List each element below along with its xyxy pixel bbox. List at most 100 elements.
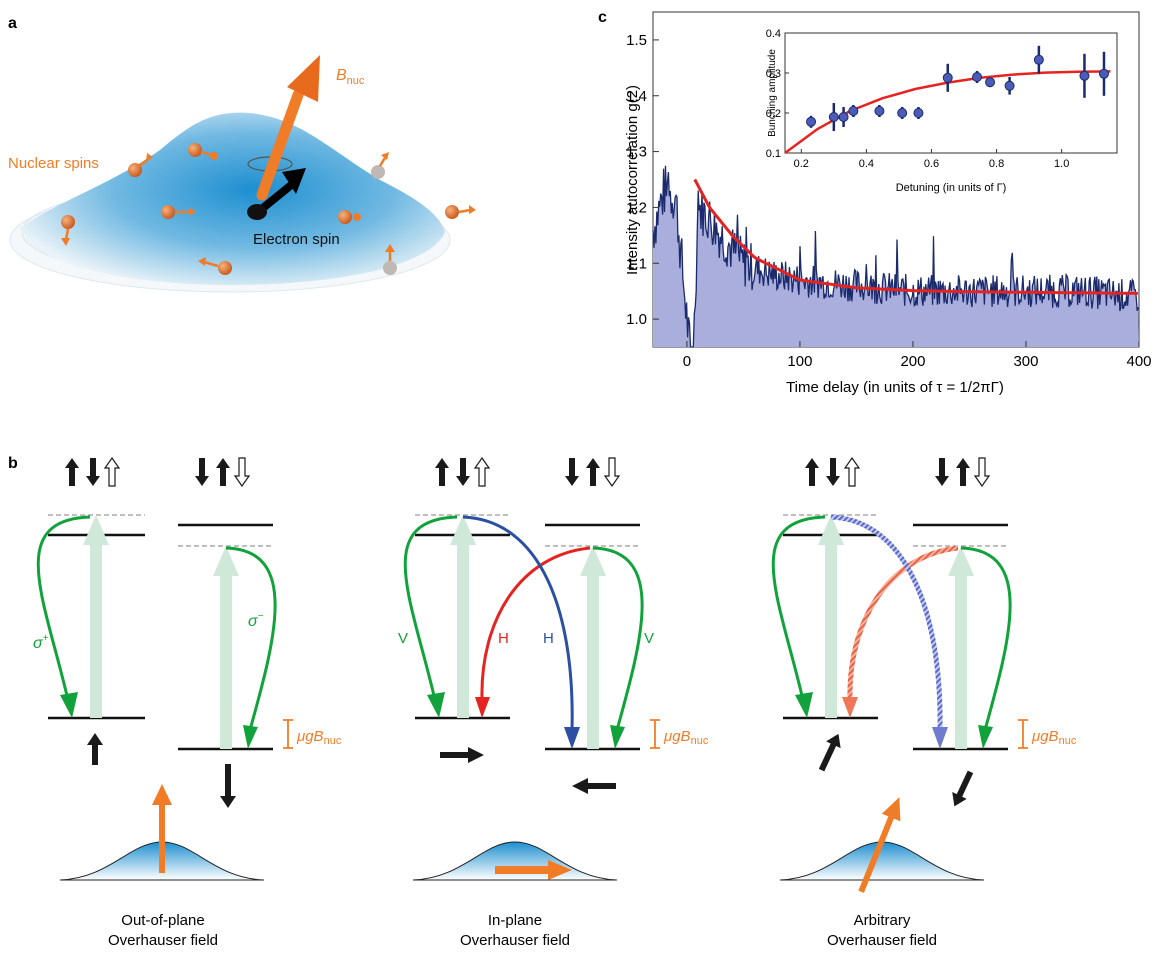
panel-label-c: c [598, 9, 607, 26]
nuclear-spin [383, 244, 397, 275]
overhauser-bump [412, 841, 618, 881]
electron-spin-up-arrow [87, 733, 103, 765]
sigma-minus-sup: − [258, 611, 264, 622]
fit-curve [693, 178, 1138, 295]
h-emission-red [480, 546, 591, 701]
x-tick-label: 200 [900, 353, 925, 370]
panel-b-out-of-plane: σ+ σ− μgBnuc Out-of-plane Overhauser fie… [33, 456, 342, 949]
inset-x-tick-label: 0.2 [794, 158, 809, 170]
laser-excitation-arrow [450, 515, 476, 718]
nuclear-spin [188, 143, 218, 160]
inset-x-axis-label: Detuning (in units of Γ) [896, 182, 1007, 194]
sigma-plus-emission [36, 515, 91, 701]
inset-data-point [972, 72, 983, 82]
electron-spin-arrowhead [282, 168, 306, 194]
inset-data-point [985, 77, 996, 88]
nuclear-spin [61, 215, 75, 246]
y-tick-label: 1.5 [626, 32, 647, 49]
emission-left-arrowhead [795, 692, 813, 718]
emission-right-arrowhead [978, 725, 993, 749]
zeeman-bracket [1018, 719, 1028, 749]
spin-state-down [565, 457, 621, 488]
emission-left [771, 515, 826, 701]
nuclear-spin [371, 152, 389, 179]
sigma-plus-label: σ [33, 635, 44, 652]
y-tick-label: 1.1 [626, 255, 647, 272]
sigma-minus-label: σ [248, 613, 259, 630]
zeeman-subscript: nuc [324, 735, 342, 747]
laser-excitation-arrow [948, 546, 974, 749]
v-emission-right-arrowhead [610, 725, 625, 749]
electron-spin-left-arrow [572, 778, 616, 794]
caption-line1: In-plane [488, 912, 542, 929]
x-tick-label: 300 [1013, 353, 1038, 370]
sigma-minus-arrowhead [243, 725, 258, 749]
panel-label-a: a [8, 15, 17, 32]
measured-trace [652, 165, 1139, 348]
weak-emission-blue [830, 514, 943, 731]
x-tick-label: 100 [787, 353, 812, 370]
inset-x-tick-label: 1.0 [1054, 158, 1069, 170]
inset-y-axis-label: Bunching amplitude [767, 49, 778, 137]
zeeman-label: μgB [296, 728, 324, 745]
inset-x-tick-label: 0.4 [859, 158, 874, 170]
weak-emission-red [847, 545, 959, 701]
h-label-blue: H [543, 630, 554, 647]
caption-line1: Arbitrary [854, 912, 911, 929]
v-label-left: V [398, 630, 408, 647]
svg-text:σ+: σ+ [33, 633, 49, 652]
laser-excitation-arrow [580, 546, 606, 749]
y-tick-label: 1.2 [626, 199, 647, 216]
panel-label-b: b [8, 455, 18, 472]
overhauser-field-arrow [152, 784, 172, 873]
inset-x-tick-label: 0.6 [924, 158, 939, 170]
inset-data-point [1079, 70, 1090, 81]
h-emission-blue-arrowhead [564, 727, 580, 749]
weak-emission-red-arrowhead [842, 697, 858, 718]
x-tick-label: 0 [683, 353, 691, 370]
overhauser-field-arrow [495, 860, 572, 880]
inset-data-point [1004, 80, 1015, 91]
inset-data-point [1098, 68, 1109, 79]
y-tick-label: 1.0 [626, 311, 647, 328]
spin-state-down [935, 457, 991, 488]
h-emission-red-arrowhead [475, 697, 490, 718]
inset-data-point [848, 106, 859, 116]
zeeman-subscript: nuc [691, 735, 709, 747]
inset-data-point [828, 112, 839, 122]
inset-data-points [806, 45, 1109, 131]
inset-data-point [1033, 54, 1044, 65]
laser-excitation-arrow [818, 515, 844, 718]
zeeman-label: μgB [663, 728, 691, 745]
panel-a: Bnuc Nuclear spins Electron spin [8, 55, 476, 293]
quantum-dot-dome [20, 112, 445, 285]
svg-text:σ−: σ− [248, 611, 264, 630]
inset-data-point [806, 116, 817, 127]
inset-frame [784, 32, 1118, 154]
caption-line1: Out-of-plane [121, 912, 204, 929]
caption-line2: Overhauser field [460, 932, 570, 949]
x-tick-label: 400 [1126, 353, 1151, 370]
inset-data-point [913, 108, 924, 118]
electron-spin-tilted-down-arrow [952, 770, 974, 807]
x-axis-label: Time delay (in units of τ = 1/2πΓ) [786, 379, 1004, 396]
inset-y-tick-label: 0.2 [766, 108, 781, 120]
y-tick-label: 1.4 [626, 88, 647, 105]
v-emission-left-arrowhead [427, 692, 445, 718]
v-emission-right [592, 546, 644, 731]
sigma-plus-arrowhead [60, 692, 78, 718]
sigma-plus-sup: + [43, 633, 49, 644]
y-axis-label: Intensity autocorrelation g(2) [624, 85, 641, 275]
nuclear-spin [128, 153, 153, 177]
zeeman-subscript: nuc [1059, 735, 1077, 747]
svg-text:Bnuc: Bnuc [336, 67, 365, 87]
electron-spin-right-arrow [440, 747, 484, 763]
nuclear-spin [445, 205, 476, 219]
electron-spin-down-arrow [220, 764, 236, 808]
h-label-red: H [498, 630, 509, 647]
inset-y-tick-label: 0.4 [766, 28, 781, 40]
spin-state-up [65, 456, 121, 487]
